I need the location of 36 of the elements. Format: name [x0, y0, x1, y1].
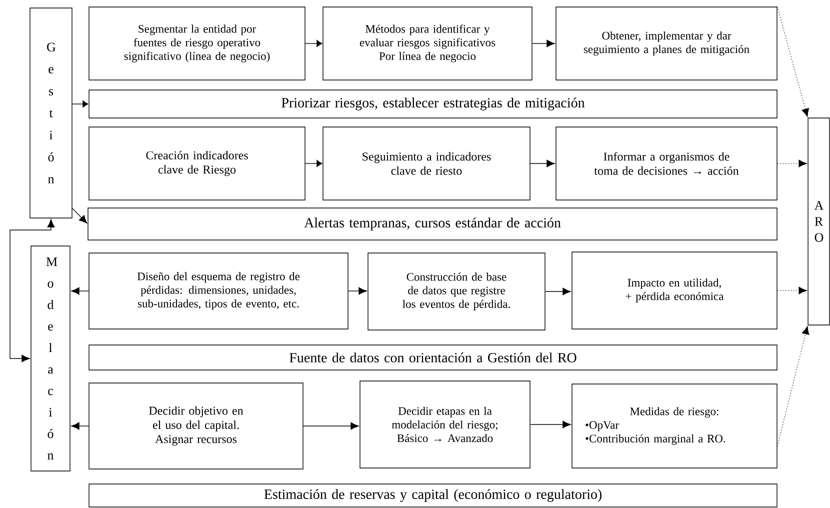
band-box: Alertas tempranas, cursos estándar de acción: [88, 208, 778, 240]
process-box: Construcción de base de datos que registre los eventos de pérdida.: [368, 252, 546, 330]
arrow: [71, 422, 89, 430]
process-box: Medidas de riesgo: •OpVar •Contribución marginal a RO.: [572, 384, 778, 468]
process-box: Diseño del esquema de registro de pérdidas: dimensiones, unidades, sub-unidades, tipos de evento, etc.: [88, 252, 348, 330]
arrow: [777, 286, 807, 294]
arrow: [530, 160, 555, 168]
arrow: [777, 160, 807, 168]
process-box: Decidir etapas en la modelación del riesgo; Básico → Avanzado: [360, 380, 530, 468]
process-box: Creación indicadores clave de Riesgo: [88, 126, 306, 200]
process-box: Impacto en utilidad, + pérdida económica: [572, 252, 778, 330]
arrow: [10, 219, 55, 362]
process-box: Obtener, implementar y dar seguimiento a planes de mitigación: [556, 6, 778, 80]
arrow: [777, 326, 810, 446]
arrow: [72, 100, 88, 108]
band-box: Estimación de reservas y capital (económico o regulatorio): [88, 484, 778, 508]
arrow: [303, 422, 359, 430]
arrow: [71, 287, 89, 295]
arrow: [532, 40, 555, 48]
process-box: Decidir objetivo en el uso del capital. Asignar recursos: [88, 382, 304, 470]
arrow: [530, 420, 571, 428]
arrow: [72, 208, 88, 224]
band-box: Fuente de datos con orientación a Gestión del RO: [88, 344, 778, 370]
arrow: [305, 160, 322, 167]
arrow: [545, 288, 571, 296]
process-box: Métodos para identificar y evaluar riesgos significativos Por línea de negocio: [322, 6, 532, 80]
process-box: Segmentar la entidad por fuentes de riesgo operativo significativo (línea de negocio): [88, 6, 306, 80]
arrow: [777, 6, 809, 117]
stage-box: A R O: [808, 118, 830, 326]
process-box: Seguimiento a indicadores clave de riesto: [322, 126, 530, 200]
arrow: [305, 40, 322, 47]
stage-box: G e s t i ó n: [30, 8, 72, 218]
band-box: Priorizar riesgos, establecer estrategias de mitigación: [88, 90, 778, 118]
process-box: Informar a organismos de toma de decisiones → acción: [556, 126, 778, 200]
arrow: [348, 287, 367, 295]
stage-box: M o d e l a c i ó n: [30, 246, 70, 472]
